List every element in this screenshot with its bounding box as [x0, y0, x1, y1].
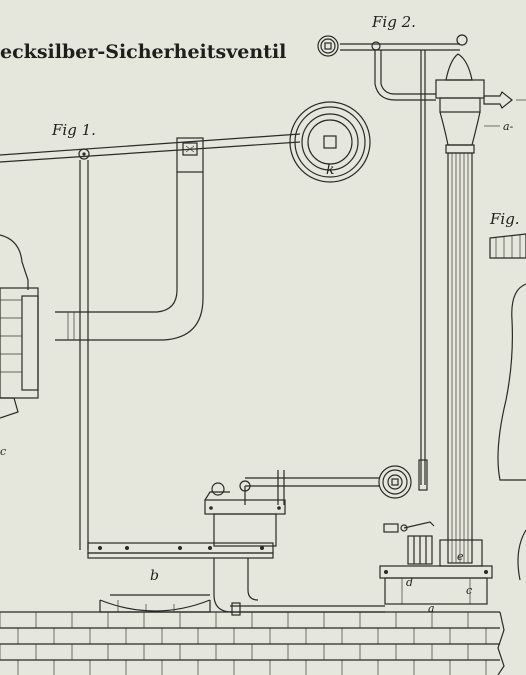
fig1-weight-disc	[289, 101, 371, 183]
part-label-d: d	[406, 576, 413, 589]
part-label-e: e	[457, 550, 464, 563]
fig1-lever-arm	[0, 133, 301, 163]
fig2-small-valve	[383, 521, 435, 565]
brick-joints	[0, 612, 487, 675]
fig1-connecting-rod	[245, 477, 380, 487]
fig-2-label: Fig 2.	[371, 13, 416, 31]
fig1-flange-plate	[87, 542, 274, 559]
fig2-hanging-rod	[374, 50, 436, 491]
fig1-pivot-post	[79, 160, 89, 550]
brick-foundation	[0, 611, 505, 675]
fig1-pipe-bracket	[176, 137, 204, 173]
floor-pipe	[230, 602, 385, 616]
part-label-k: k	[326, 162, 334, 178]
fig1-valve-housing	[204, 470, 286, 547]
fig3-partial-part	[489, 233, 526, 581]
fig2-fluted-column	[447, 152, 473, 564]
fig2-column-base	[379, 539, 493, 605]
fig1-small-disc	[378, 465, 412, 499]
fig1-elbow	[213, 558, 259, 613]
fig1-cradle	[99, 594, 211, 613]
part-label-a-right: a-	[503, 120, 514, 133]
part-label-c-left: c	[0, 445, 6, 458]
fig1-bent-pipe	[55, 172, 204, 341]
part-label-a: a	[428, 602, 435, 615]
part-label-c: c	[466, 584, 472, 597]
fig2-column-capital	[435, 53, 485, 154]
fig-1-label: Fig 1.	[51, 121, 96, 139]
part-label-b: b	[150, 568, 159, 584]
fig2-top-lever	[317, 34, 468, 57]
plate-title: ecksilber-Sicherheitsventil	[0, 41, 286, 63]
fig-3-label: Fig.	[489, 210, 520, 228]
fig1-boiler-section	[0, 234, 39, 419]
fig2-right-attachment	[483, 91, 526, 109]
